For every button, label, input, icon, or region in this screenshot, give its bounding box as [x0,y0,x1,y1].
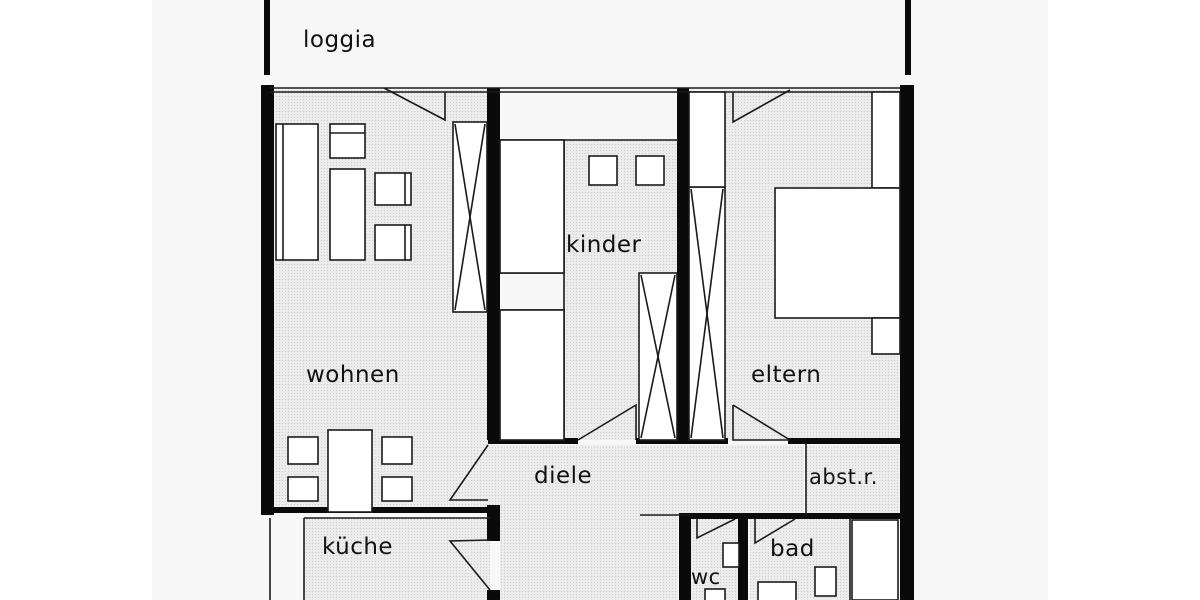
dining-table [327,429,373,513]
wall-wohnen-kinder [487,88,500,440]
room-label-bad: bad [770,536,815,562]
wall-wc-bad [738,513,748,600]
chair-3 [381,436,413,465]
room-label-loggia: loggia [303,27,377,53]
wall-diele-top-right [788,438,906,444]
sink-bad [814,566,837,597]
room-floors [274,90,902,600]
wall-kinder-eltern [677,88,689,440]
furniture [275,123,837,600]
chair-4 [381,476,413,502]
room-label-wohnen: wohnen [306,362,400,388]
wall-kueche-stub-2 [487,590,500,600]
bed-kinder [499,139,565,274]
wall-diele-top-mid [636,438,728,444]
walls [261,0,914,600]
wall-left-loggia [264,0,270,75]
room-label-diele: diele [534,463,593,489]
wall-right-outer [900,85,914,600]
door-swing-wohnen [383,87,446,122]
wall-left-outer [261,85,274,515]
room-diele-floor [450,445,804,600]
stool-kinder-1 [588,155,618,186]
bathtub [851,519,899,600]
chair-1 [287,436,319,465]
door-swing-kinder [577,403,637,441]
room-abstellraum-floor [806,445,902,515]
door-swing-eltern-top [732,89,791,124]
sink-wc [722,542,740,568]
door-swing-eltern-bottom [732,405,790,441]
door-swing-diele-entry [448,444,489,501]
door-swing-bad [754,518,796,545]
thin-lines [269,87,901,600]
washer-bad [757,581,797,600]
wall-right-loggia [905,0,911,75]
cabinet-wohnen [329,123,366,159]
wall-wohnen-bottom [270,507,500,513]
chair-2 [287,476,319,502]
door-swing-kueche [448,539,491,591]
sofa-wohnen [329,168,366,261]
room-label-abstellraum: abst.r. [809,465,878,489]
wall-diele-top-left [488,438,578,444]
bed-eltern [774,187,901,319]
room-label-kinder: kinder [566,232,642,258]
bed-kinder-2 [499,309,565,441]
wall-bath-top [686,513,906,519]
toilet-wc [704,588,726,600]
room-label-wc: wc [691,565,721,589]
room-label-eltern: eltern [751,362,822,388]
wall-kueche-stub [487,505,500,541]
room-label-kueche: küche [322,534,394,560]
wall-wc-left [679,513,691,600]
stool-kinder-2 [635,155,665,186]
door-swing-wc [696,518,736,540]
room-kueche-floor [304,518,490,600]
